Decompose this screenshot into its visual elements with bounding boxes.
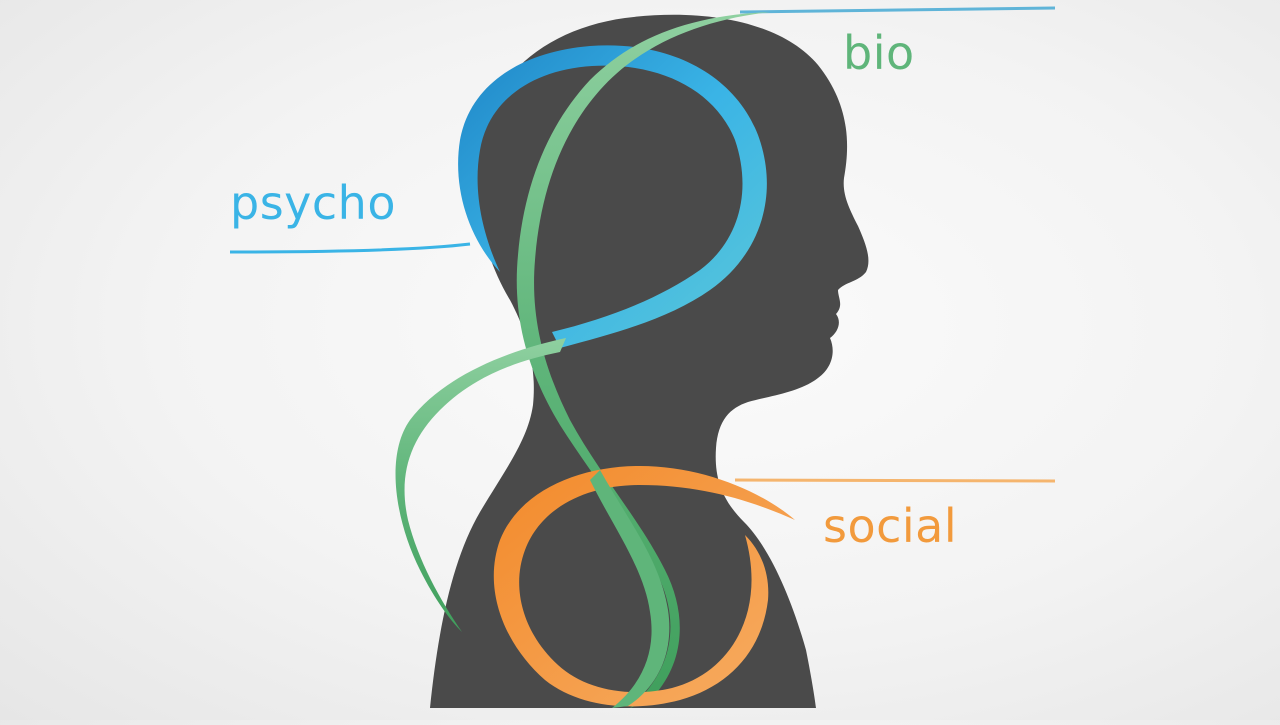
bio-label: bio (843, 26, 915, 80)
social-label: social (823, 499, 958, 553)
bio-overline (739, 6, 1056, 14)
bio-ribbon-tail (395, 338, 566, 632)
bio-ribbon-lower (590, 470, 670, 708)
psycho-label: psycho (230, 176, 396, 230)
psycho-underline (229, 242, 471, 254)
social-line (734, 478, 1056, 483)
